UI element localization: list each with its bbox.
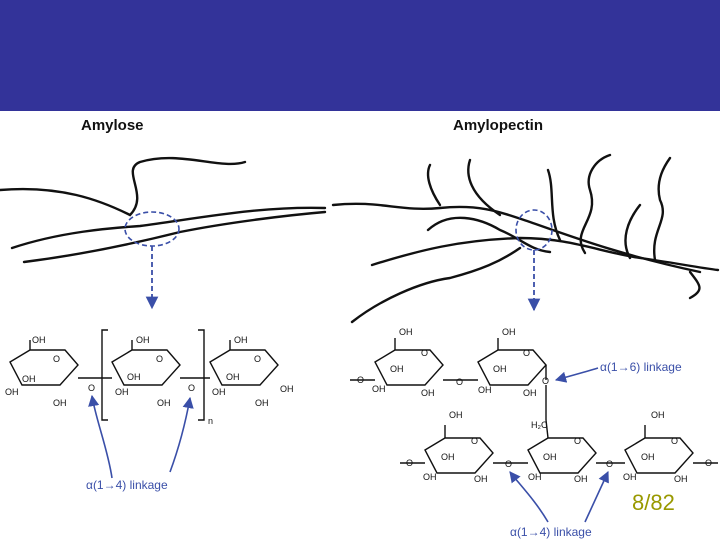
linkage-arrows — [88, 367, 609, 523]
ring-o-label: O — [523, 348, 530, 358]
oh-label: OH — [255, 398, 269, 408]
amylopectin-strand — [426, 163, 442, 207]
branch-carbon-label: H₂C — [531, 420, 548, 430]
ring-o-label: O — [574, 436, 581, 446]
oh-label: OH — [651, 410, 665, 420]
o-label: O — [705, 458, 712, 468]
oh-label: OH — [32, 335, 46, 345]
o-label: O — [542, 376, 549, 386]
amylose-chain — [0, 156, 327, 264]
glucose-ring — [209, 349, 279, 386]
amylopectin-strand — [370, 236, 720, 272]
oh-label: OH — [136, 335, 150, 345]
amylose-title: Amylose — [81, 117, 144, 134]
amylopectin-strand — [426, 216, 552, 254]
o-label: O — [406, 458, 413, 468]
oh-label: OH — [212, 387, 226, 397]
ring-o-label: O — [156, 354, 163, 364]
glucose-ring — [111, 349, 181, 386]
oh-label: OH — [390, 364, 404, 374]
oh-label: OH — [399, 327, 413, 337]
o-label: O — [606, 459, 613, 469]
oh-label: OH — [421, 388, 435, 398]
alpha16-linkage-label: α(1→6) linkage — [600, 360, 682, 374]
oh-label: OH — [372, 384, 386, 394]
repeat-bracket-right — [198, 329, 205, 421]
oh-label: OH — [127, 372, 141, 382]
branch-bond — [545, 419, 549, 439]
oh-label: OH — [5, 387, 19, 397]
ring-o-label: O — [254, 354, 261, 364]
amylose-strand — [0, 156, 247, 217]
oh-label: OH — [523, 388, 537, 398]
glucose-ring — [374, 349, 444, 386]
amylopectin-title: Amylopectin — [453, 117, 544, 134]
amylose-linkage-label: α(1→4) linkage — [86, 478, 168, 492]
o-label: O — [357, 375, 364, 385]
oh-label: OH — [441, 452, 455, 462]
o-label: O — [456, 377, 463, 387]
alpha16-linkage-arrow — [554, 367, 599, 383]
oh-label: OH — [22, 374, 36, 384]
header-band — [0, 0, 720, 111]
ring-o-label: O — [421, 348, 428, 358]
amylose-glucose-units — [9, 329, 279, 421]
amylose-linkage-arrow — [169, 396, 194, 473]
amylopectin-strand — [467, 158, 502, 217]
oh-label: OH — [574, 474, 588, 484]
amylopectin-chain — [331, 153, 720, 324]
oh-label: OH — [280, 384, 294, 394]
glucose-ring — [424, 437, 494, 474]
ring-o-label: O — [53, 354, 60, 364]
oh-label: OH — [115, 387, 129, 397]
amylopectin-linkage-label: α(1→4) linkage — [510, 525, 592, 539]
atom-labels: OH O OH OH OH O OH O OH OH OH O OH O OH … — [5, 327, 712, 484]
amylopectin-strand — [688, 270, 701, 300]
amylopectin-strand — [579, 153, 612, 255]
oh-label: OH — [623, 472, 637, 482]
amylose-strand — [22, 210, 327, 264]
amylopectin-glucose-units — [350, 338, 718, 474]
repeat-bracket-left — [101, 329, 108, 421]
amylopectin-linkage-arrow — [584, 470, 609, 523]
amylose-strand — [10, 206, 327, 250]
oh-label: OH — [528, 472, 542, 482]
o-label: O — [505, 459, 512, 469]
oh-label: OH — [226, 372, 240, 382]
oh-label: OH — [641, 452, 655, 462]
oh-label: OH — [53, 398, 67, 408]
glucose-ring — [527, 437, 597, 474]
page-number: 8/82 — [632, 490, 675, 515]
oh-label: OH — [449, 410, 463, 420]
amylopectin-strand — [331, 202, 702, 274]
amylose-linkage-arrow — [88, 394, 113, 479]
oh-label: OH — [502, 327, 516, 337]
oh-label: OH — [423, 472, 437, 482]
oh-label: OH — [478, 385, 492, 395]
oh-label: OH — [674, 474, 688, 484]
ring-o-label: O — [671, 436, 678, 446]
oh-label: OH — [493, 364, 507, 374]
amylopectin-strand — [546, 168, 562, 242]
amylose-magnify-circle — [124, 211, 180, 247]
amylopectin-magnify-circle — [515, 209, 553, 251]
glucose-ring — [477, 349, 547, 386]
glucose-ring — [624, 437, 694, 474]
amylopectin-linkage-arrow — [509, 471, 549, 523]
repeat-subscript: n — [208, 416, 213, 426]
oh-label: OH — [234, 335, 248, 345]
oh-label: OH — [157, 398, 171, 408]
oh-label: OH — [474, 474, 488, 484]
amylopectin-strand — [652, 156, 672, 262]
amylopectin-strand — [350, 246, 522, 324]
o-label: O — [88, 383, 95, 393]
oh-label: OH — [543, 452, 557, 462]
o-label: O — [188, 383, 195, 393]
ring-o-label: O — [471, 436, 478, 446]
glucose-ring — [9, 349, 79, 386]
amylopectin-strand — [624, 203, 642, 260]
